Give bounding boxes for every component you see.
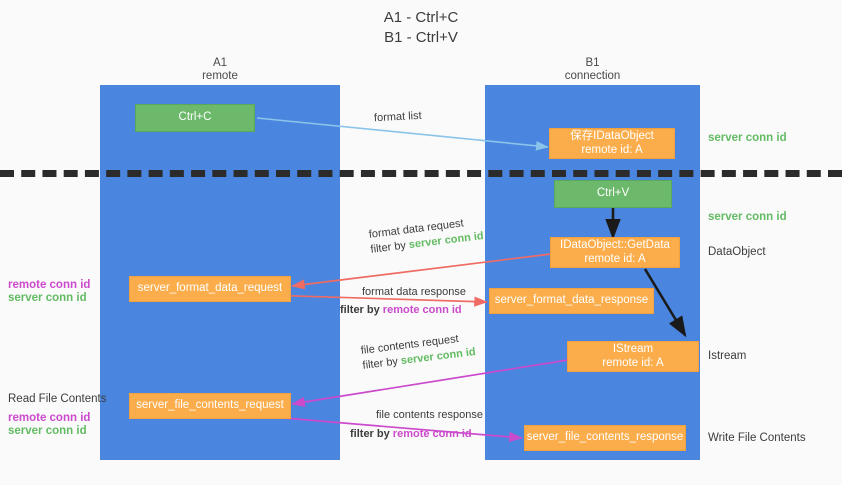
box-server-file-contents-response[interactable]: server_file_contents_response <box>524 425 686 451</box>
right-label-server-conn-id-1: server conn id <box>708 132 787 144</box>
box-istream-line-2: remote id: A <box>602 356 664 369</box>
lane-header-b1: B1 connection <box>485 57 700 83</box>
title-line-2: B1 - Ctrl+V <box>384 29 458 46</box>
box-idataobject-getdata-line-2: remote id: A <box>584 252 646 265</box>
box-ctrl-c-label: Ctrl+C <box>178 111 212 124</box>
filter-prefix: filter by <box>350 428 393 440</box>
left-label-server-conn-id-1: server conn id <box>8 292 87 304</box>
phase-divider <box>0 170 842 177</box>
lane-a1-sub: remote <box>202 70 238 82</box>
box-server-file-contents-response-label: server_file_contents_response <box>526 431 684 444</box>
left-label-remote-conn-id-1: remote conn id <box>8 279 91 291</box>
edge-label-format-data-response-filter: filter by remote conn id <box>340 303 466 318</box>
box-istream-line-1: IStream <box>612 343 654 355</box>
box-server-format-data-request[interactable]: server_format_data_request <box>129 276 291 302</box>
filter-prefix: filter by <box>369 239 410 256</box>
box-idataobject-getdata[interactable]: IDataObject::GetData remote id: A <box>550 237 680 268</box>
box-ctrl-v-label: Ctrl+V <box>596 187 630 200</box>
right-label-istream: Istream <box>708 350 747 362</box>
filter-prefix: filter by <box>361 355 402 372</box>
left-label-remote-conn-id-2: remote conn id <box>8 412 91 424</box>
edge-label-format-list: format list <box>374 109 422 126</box>
box-server-file-contents-request[interactable]: server_file_contents_request <box>129 393 291 419</box>
box-ctrl-c[interactable]: Ctrl+C <box>135 104 255 132</box>
edge-label-file-contents-response-text: file contents response <box>376 409 484 421</box>
lane-b1-sub: connection <box>564 70 621 82</box>
edge-label-file-contents-response-filter: filter by remote conn id <box>350 427 483 442</box>
lane-b1-name: B1 <box>585 57 600 69</box>
edge-label-file-contents-request: file contents request filter by server c… <box>360 330 477 374</box>
right-label-dataobject: DataObject <box>708 246 766 258</box>
lane-header-a1: A1 remote <box>100 57 340 83</box>
box-istream[interactable]: IStream remote id: A <box>567 341 699 372</box>
edge-label-format-data-response: format data response filter by remote co… <box>340 285 466 318</box>
box-server-file-contents-request-label: server_file_contents_request <box>136 399 284 412</box>
edge-label-format-data-request: format data request filter by server con… <box>368 214 485 258</box>
page-title: A1 - Ctrl+C B1 - Ctrl+V <box>0 8 842 48</box>
box-save-idataobject-line-2: remote id: A <box>581 143 643 156</box>
box-server-format-data-request-label: server_format_data_request <box>137 282 283 295</box>
filter-target: remote conn id <box>382 304 462 316</box>
box-save-idataobject-line-1: 保存IDataObject <box>570 130 654 142</box>
title-line-1: A1 - Ctrl+C <box>383 9 459 26</box>
left-label-read-file-contents: Read File Contents <box>8 393 107 405</box>
right-label-server-conn-id-2: server conn id <box>708 211 787 223</box>
filter-target: remote conn id <box>392 428 472 440</box>
edge-label-file-contents-response: file contents response filter by remote … <box>350 408 484 442</box>
left-label-server-conn-id-2: server conn id <box>8 425 87 437</box>
right-label-write-file-contents: Write File Contents <box>708 432 806 444</box>
filter-prefix: filter by <box>340 304 383 316</box>
box-server-format-data-response[interactable]: server_format_data_response <box>489 288 654 314</box>
box-idataobject-getdata-line-1: IDataObject::GetData <box>560 239 670 251</box>
box-save-idataobject[interactable]: 保存IDataObject remote id: A <box>549 128 675 159</box>
lane-a1-name: A1 <box>212 57 228 69</box>
box-ctrl-v[interactable]: Ctrl+V <box>554 180 672 208</box>
edge-label-format-data-response-text: format data response <box>362 286 466 298</box>
edge-label-format-list-text: format list <box>373 109 422 125</box>
box-server-format-data-response-label: server_format_data_response <box>494 294 649 307</box>
